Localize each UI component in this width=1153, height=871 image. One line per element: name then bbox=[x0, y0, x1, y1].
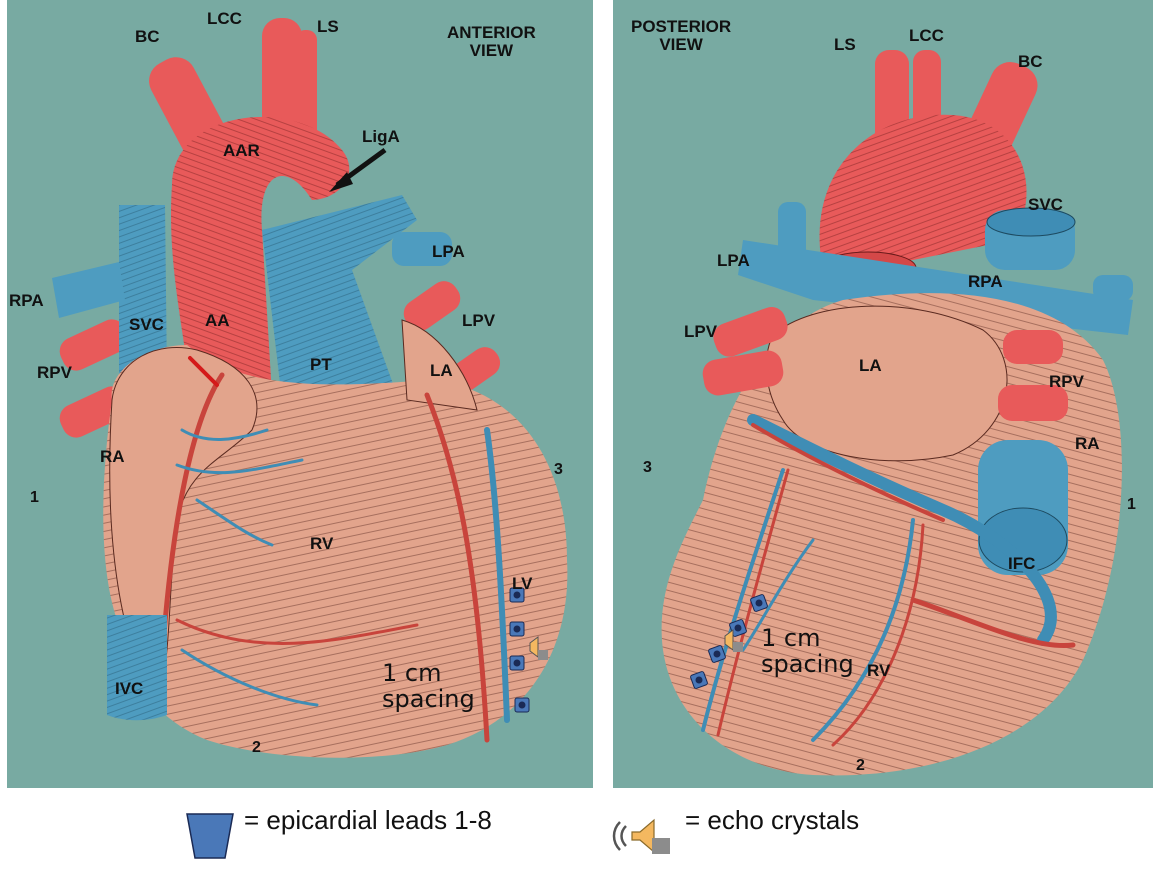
superior-vena-cava bbox=[985, 208, 1075, 270]
face-number-2: 2 bbox=[252, 740, 261, 756]
anterior-heart-illustration bbox=[7, 0, 593, 788]
label-rpv: RPV bbox=[1049, 373, 1084, 390]
label-ra: RA bbox=[100, 448, 125, 465]
label-rv: RV bbox=[310, 535, 333, 552]
label-aa: AA bbox=[205, 312, 230, 329]
label-ls: LS bbox=[834, 36, 856, 53]
label-ivc: IVC bbox=[115, 680, 143, 697]
label-lpa: LPA bbox=[717, 252, 750, 269]
face-number-1: 1 bbox=[30, 490, 39, 506]
label-svc: SVC bbox=[1028, 196, 1063, 213]
label-ifc: IFC bbox=[1008, 555, 1035, 572]
label-liga: LigA bbox=[362, 128, 400, 145]
posterior-view-panel: POSTERIOR VIEW LS LCC BC SVC LPA RPA LPV… bbox=[613, 0, 1153, 788]
label-rpa: RPA bbox=[9, 292, 44, 309]
face-number-2: 2 bbox=[856, 758, 865, 774]
anterior-view-panel: ANTERIOR VIEW BC LCC LS AAR LigA LPA RPA… bbox=[7, 0, 593, 788]
lead-marker bbox=[510, 656, 524, 670]
spacing-note: 1 cm spacing bbox=[761, 625, 854, 678]
inferior-vena-cava bbox=[107, 615, 167, 720]
label-la: LA bbox=[859, 357, 882, 374]
label-bc: BC bbox=[135, 28, 160, 45]
label-pt: PT bbox=[310, 356, 332, 373]
label-la: LA bbox=[430, 362, 453, 379]
label-rpa: RPA bbox=[968, 273, 1003, 290]
label-bc: BC bbox=[1018, 53, 1043, 70]
legend-crystals-text: = echo crystals bbox=[685, 805, 859, 836]
spacing-note: 1 cm spacing bbox=[382, 660, 475, 713]
label-lcc: LCC bbox=[207, 10, 242, 27]
posterior-view-title: POSTERIOR VIEW bbox=[631, 18, 731, 54]
lead-marker bbox=[510, 622, 524, 636]
legend-leads-text: = epicardial leads 1-8 bbox=[244, 805, 492, 836]
label-rpv: RPV bbox=[37, 364, 72, 381]
face-number-3: 3 bbox=[554, 462, 563, 478]
echo-crystal-legend-icon bbox=[608, 812, 680, 860]
label-ls: LS bbox=[317, 18, 339, 35]
face-number-1: 1 bbox=[1127, 497, 1136, 513]
label-lpa: LPA bbox=[432, 243, 465, 260]
label-svc: SVC bbox=[129, 316, 164, 333]
label-ra: RA bbox=[1075, 435, 1100, 452]
anterior-view-title: ANTERIOR VIEW bbox=[447, 24, 536, 60]
lead-marker bbox=[515, 698, 529, 712]
epicardial-lead-legend-icon bbox=[185, 812, 235, 860]
label-lv: LV bbox=[512, 575, 532, 592]
face-number-3: 3 bbox=[643, 460, 652, 476]
label-lpv: LPV bbox=[462, 312, 495, 329]
label-lpv: LPV bbox=[684, 323, 717, 340]
label-rv: RV bbox=[867, 662, 890, 679]
label-aar: AAR bbox=[223, 142, 260, 159]
label-lcc: LCC bbox=[909, 27, 944, 44]
